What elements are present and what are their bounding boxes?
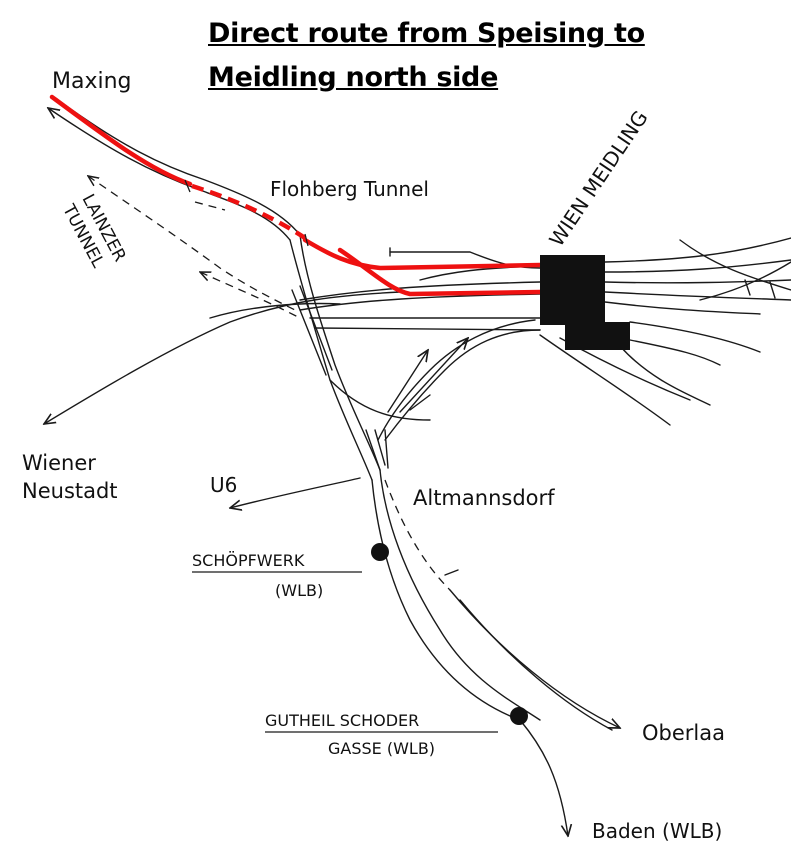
gutheil-schoder-station-marker xyxy=(510,707,528,725)
label-altmannsdorf: Altmannsdorf xyxy=(413,486,555,510)
baden-wlb-line xyxy=(519,719,568,836)
label-oberlaa: Oberlaa xyxy=(642,721,725,745)
meidling-east-tracks xyxy=(539,237,791,426)
altmannsdorf-junction-tracks xyxy=(329,379,541,721)
altmannsdorf-branch-tracks xyxy=(377,319,541,441)
wien-meidling-station xyxy=(540,255,630,350)
label-gutheil-gasse: GASSE (WLB) xyxy=(328,739,435,758)
label-neustadt: Neustadt xyxy=(22,479,118,503)
label-flohberg-tunnel: Flohberg Tunnel xyxy=(270,177,429,201)
map-title-line-2: Meidling north side xyxy=(208,62,499,93)
lainzer-tunnel-tracks xyxy=(88,176,301,319)
schoepfwerk-station-marker xyxy=(371,543,389,561)
label-wiener: Wiener xyxy=(22,451,96,475)
u6-line xyxy=(230,477,361,508)
wiener-neustadt-line xyxy=(44,291,401,424)
highlighted-direct-route xyxy=(49,94,543,297)
meidling-approach-tracks xyxy=(299,247,541,331)
label-wien-meidling: WIEN MEIDLING xyxy=(544,106,652,251)
label-schoepfwerk: SCHÖPFWERK xyxy=(192,551,305,570)
label-baden: Baden (WLB) xyxy=(592,819,722,843)
label-u6: U6 xyxy=(210,473,237,497)
map-title-line-1: Direct route from Speising to xyxy=(208,18,645,49)
label-gutheil-schoder: GUTHEIL SCHODER xyxy=(265,711,419,730)
label-maxing: Maxing xyxy=(52,69,132,94)
label-schoepfwerk-wlb: (WLB) xyxy=(275,581,323,600)
oberlaa-line xyxy=(384,479,620,731)
